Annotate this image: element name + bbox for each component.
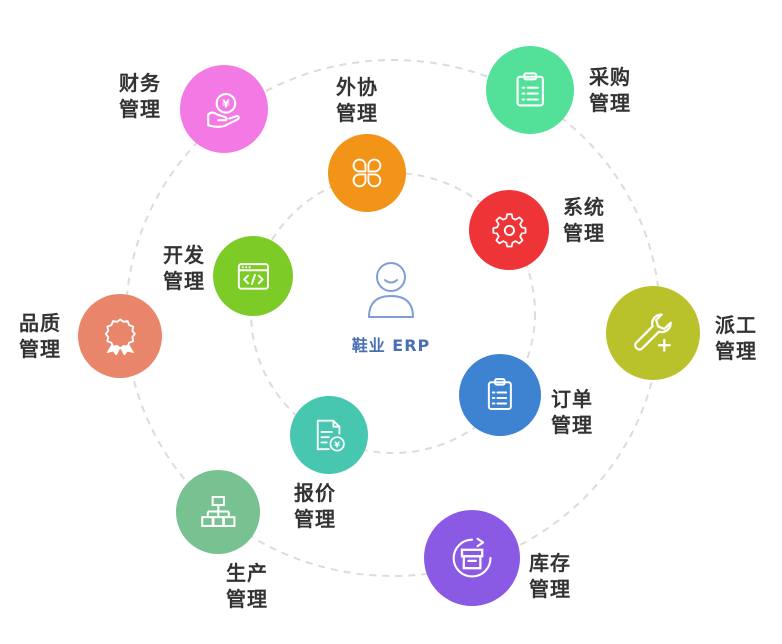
development-label-line2: 管理 xyxy=(163,269,205,293)
gear-icon xyxy=(492,213,526,247)
inventory-module-button[interactable] xyxy=(424,510,520,606)
system-module-label: 系统 管理 xyxy=(554,194,614,246)
finance-module-button[interactable]: ¥ xyxy=(180,65,268,153)
order-label-line2: 管理 xyxy=(551,413,593,437)
production-label-line1: 生产 xyxy=(226,561,268,585)
production-label-line2: 管理 xyxy=(226,587,268,611)
quotation-label-line2: 管理 xyxy=(294,507,336,531)
finance-label-line1: 财务 xyxy=(119,71,161,95)
order-label-line1: 订单 xyxy=(551,387,593,411)
storage-box-icon xyxy=(452,537,492,578)
inventory-module-label: 库存 管理 xyxy=(520,550,580,602)
clipboard-list-icon xyxy=(516,72,544,107)
system-module-button[interactable] xyxy=(469,190,549,270)
finance-label-line2: 管理 xyxy=(119,97,161,121)
quotation-module-button[interactable]: ¥ xyxy=(290,396,368,474)
outsourcing-label-line2: 管理 xyxy=(336,101,378,125)
system-label-line1: 系统 xyxy=(563,195,605,219)
outsourcing-label-line1: 外协 xyxy=(336,75,378,99)
center-title: 鞋业 ERP xyxy=(351,336,431,355)
dispatch-module-label: 派工 管理 xyxy=(706,312,766,364)
purchasing-label-line2: 管理 xyxy=(589,91,631,115)
dispatch-label-line2: 管理 xyxy=(715,339,757,363)
system-label-line2: 管理 xyxy=(563,221,605,245)
document-yen-icon: ¥ xyxy=(316,419,345,452)
quality-label-line1: 品质 xyxy=(19,311,61,335)
development-module-button[interactable] xyxy=(213,236,293,316)
purchasing-module-label: 采购 管理 xyxy=(580,64,640,116)
ribbon-badge-icon xyxy=(104,318,136,356)
development-label-line1: 开发 xyxy=(163,243,205,267)
dispatch-module-button[interactable] xyxy=(606,286,700,380)
quality-module-label: 品质 管理 xyxy=(10,310,70,362)
order-module-label: 订单 管理 xyxy=(542,386,602,438)
outsourcing-module-label: 外协 管理 xyxy=(327,74,387,126)
user-avatar-icon xyxy=(368,262,414,318)
purchasing-label-line1: 采购 xyxy=(589,65,631,89)
production-module-label: 生产 管理 xyxy=(217,560,277,612)
order-module-button[interactable] xyxy=(459,354,541,436)
purchasing-module-button[interactable] xyxy=(486,46,574,134)
outsourcing-module-button[interactable] xyxy=(328,134,406,212)
inventory-label-line2: 管理 xyxy=(529,577,571,601)
wrench-icon xyxy=(634,313,673,353)
finance-module-label: 财务 管理 xyxy=(110,70,170,122)
svg-text:¥: ¥ xyxy=(334,439,340,449)
svg-text:¥: ¥ xyxy=(222,97,230,110)
quotation-label-line1: 报价 xyxy=(294,481,336,505)
quality-module-button[interactable] xyxy=(78,294,162,378)
quotation-module-label: 报价 管理 xyxy=(285,480,345,532)
code-window-icon xyxy=(237,262,269,290)
dispatch-label-line1: 派工 xyxy=(715,313,757,337)
org-chart-icon xyxy=(200,495,236,527)
clipboard-check-icon xyxy=(488,378,512,411)
clover-icon xyxy=(352,158,382,188)
quality-label-line2: 管理 xyxy=(19,337,61,361)
production-module-button[interactable] xyxy=(176,470,260,554)
development-module-label: 开发 管理 xyxy=(154,242,214,294)
inventory-label-line1: 库存 xyxy=(529,551,571,575)
hand-coin-icon: ¥ xyxy=(206,92,240,128)
